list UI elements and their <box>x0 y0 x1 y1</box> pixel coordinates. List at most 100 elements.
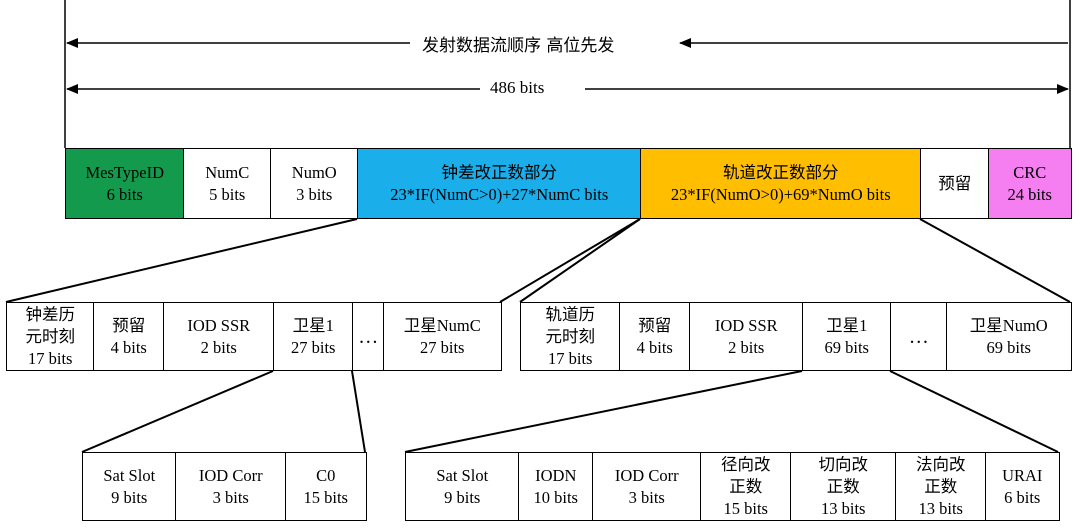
main-field-6: 预留 <box>920 148 990 219</box>
field-text-line: 卫星1 <box>292 315 334 335</box>
field-text-line: 9 bits <box>111 487 148 507</box>
clock-expand-right <box>499 218 641 303</box>
field-text-line: IODN <box>535 465 577 485</box>
field-text-line: 正数 <box>826 476 860 496</box>
field-text-line: 27 bits <box>291 337 336 357</box>
field-text-line: 23*IF(NumC>0)+27*NumC bits <box>390 184 609 204</box>
field-text-line: 2 bits <box>728 337 765 357</box>
orbit-sat-expand-right <box>889 370 1059 453</box>
field-text-line: 15 bits <box>303 487 348 507</box>
field-text-line: 6 bits <box>1004 487 1041 507</box>
field-text-line: 4 bits <box>636 337 673 357</box>
field-text-line: 卫星NumO <box>969 315 1048 335</box>
clock-sat-expand-left <box>81 370 274 453</box>
field-text-line: 3 bits <box>628 487 665 507</box>
field-text-line: 69 bits <box>986 337 1031 357</box>
field-text-line: 6 bits <box>106 184 143 204</box>
field-text-line: 切向改 <box>818 454 869 474</box>
orbit-expand-right <box>919 218 1071 303</box>
field-text-line: IOD Corr <box>614 465 679 485</box>
field-text-line: C0 <box>316 465 336 485</box>
field-text-line: 预留 <box>112 315 146 335</box>
orbit-field-5: … <box>890 302 948 371</box>
field-text-line: 径向改 <box>721 454 771 474</box>
field-text-line: IOD SSR <box>714 315 778 335</box>
field-text-line: Sat Slot <box>436 465 489 485</box>
field-text-line: URAI <box>1002 465 1043 485</box>
total-bits-label: 486 bits <box>482 78 553 98</box>
field-text-line: 正数 <box>924 476 958 496</box>
field-text-line: 正数 <box>729 476 763 496</box>
field-text-line: 3 bits <box>212 487 249 507</box>
field-text-line: 3 bits <box>296 184 333 204</box>
field-text-line: 5 bits <box>209 184 246 204</box>
field-text-line: … <box>358 325 379 348</box>
field-text-line: 24 bits <box>1007 184 1052 204</box>
field-text-line: 10 bits <box>533 487 578 507</box>
clock-sat-expand-right <box>351 370 366 453</box>
field-text-line: 法向改 <box>916 454 966 474</box>
field-text-line: 13 bits <box>918 498 963 518</box>
field-text-line: NumO <box>291 162 337 182</box>
field-text-line: 13 bits <box>821 498 866 518</box>
field-text-line: 预留 <box>938 173 972 193</box>
field-text-line: 17 bits <box>548 348 593 368</box>
field-text-line: Sat Slot <box>103 465 156 485</box>
clock-field-5: … <box>352 302 385 371</box>
field-text-line: 4 bits <box>110 337 147 357</box>
transmission-order-label: 发射数据流顺序 高位先发 <box>414 31 623 56</box>
field-text-line: 钟差改正数部分 <box>441 162 558 182</box>
field-text-line: CRC <box>1013 162 1047 182</box>
orbit-expand-left <box>519 218 641 303</box>
field-text-line: 卫星NumC <box>403 315 481 335</box>
field-text-line: IOD Corr <box>198 465 263 485</box>
field-text-line: 69 bits <box>824 337 869 357</box>
clock-expand-left <box>5 218 358 303</box>
field-text-line: 17 bits <box>28 348 73 368</box>
field-text-line: 23*IF(NumO>0)+69*NumO bits <box>670 184 891 204</box>
field-text-line: 15 bits <box>723 498 768 518</box>
field-text-line: 轨道改正数部分 <box>723 162 839 182</box>
field-text-line: 钟差历 <box>25 304 76 324</box>
field-text-line: MesTypeID <box>85 162 165 182</box>
field-text-line: 预留 <box>638 315 672 335</box>
field-text-line: NumC <box>205 162 250 182</box>
orbit-sat-expand-left <box>404 370 803 453</box>
field-text-line: 元时刻 <box>545 326 596 346</box>
field-text-line: … <box>908 325 929 348</box>
field-text-line: 9 bits <box>444 487 481 507</box>
field-text-line: 27 bits <box>420 337 465 357</box>
field-text-line: 轨道历 <box>545 304 596 324</box>
field-text-line: IOD SSR <box>187 315 251 335</box>
field-text-line: 2 bits <box>200 337 237 357</box>
field-text-line: 卫星1 <box>826 315 868 335</box>
